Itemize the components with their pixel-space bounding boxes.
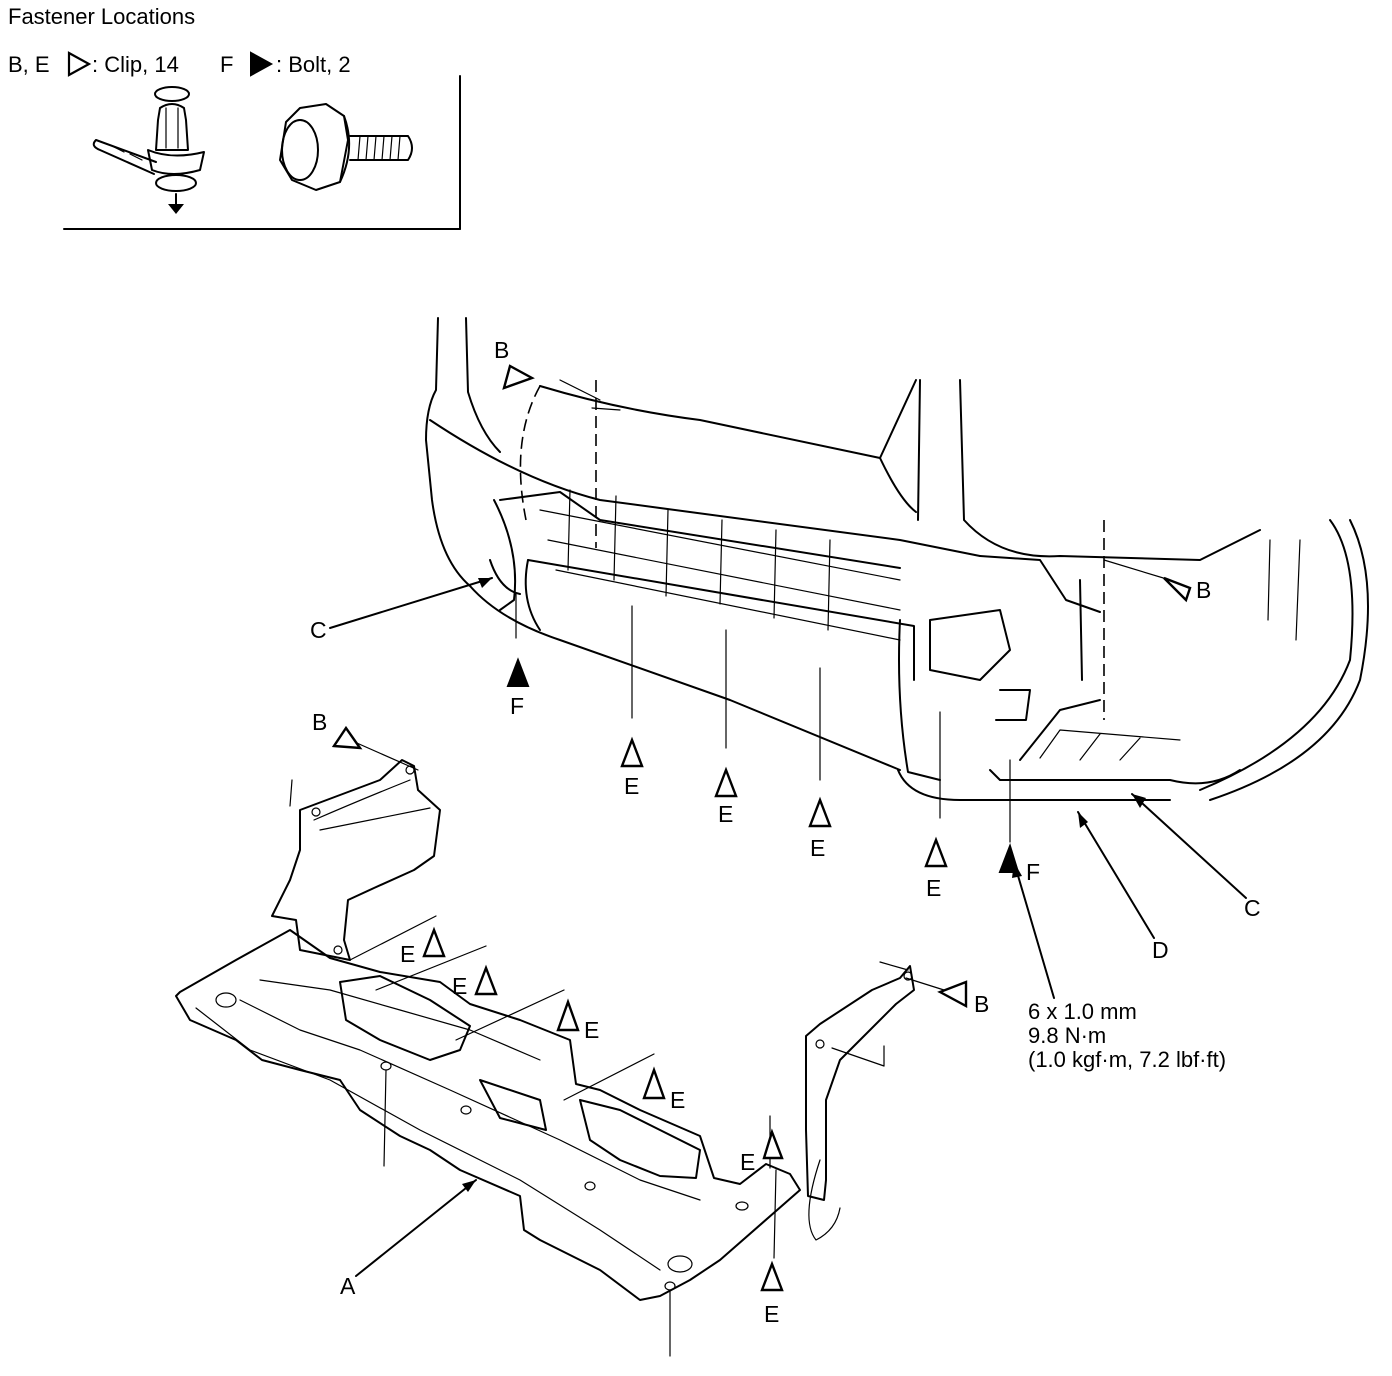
bolt-f-symbol <box>998 842 1020 873</box>
label-e: E <box>670 1087 685 1113</box>
callout-leaders <box>329 577 1247 1277</box>
label-e: E <box>740 1149 755 1175</box>
vehicle-front-body <box>425 317 1369 801</box>
page-title: Fastener Locations <box>8 4 196 29</box>
filled-triangle-icon <box>248 50 274 84</box>
torque-spec: 6 x 1.0 mm 9.8 N·m (1.0 kgf·m, 7.2 lbf·f… <box>1028 1000 1226 1072</box>
label-d: D <box>1152 937 1169 963</box>
legend-clip-letters: B, E <box>8 52 50 77</box>
callout-labels: B B C F E E E E F C D B E E E E E B E A <box>310 337 1261 1327</box>
legend-clip-text: : Clip, 14 <box>92 52 179 77</box>
clip-e-symbol <box>474 964 498 996</box>
clip-b-symbol <box>331 725 363 750</box>
clip-e-symbol <box>422 926 446 958</box>
clip-e-symbol <box>760 1260 784 1292</box>
label-e: E <box>764 1301 779 1327</box>
label-e: E <box>584 1017 599 1043</box>
label-c: C <box>310 617 327 643</box>
clip-e-symbol <box>808 796 832 828</box>
legend-box <box>63 75 461 230</box>
bolt-f-symbol <box>506 657 530 687</box>
label-b: B <box>312 709 327 735</box>
torque-nm: 9.8 N·m <box>1028 1023 1107 1048</box>
label-e: E <box>810 835 825 861</box>
label-e: E <box>452 973 467 999</box>
under-cover-a <box>175 929 801 1301</box>
legend-bolt-letter: F <box>220 52 234 77</box>
clip-e-symbol <box>620 736 644 768</box>
label-e: E <box>400 941 415 967</box>
label-b: B <box>1196 577 1211 603</box>
torque-size: 6 x 1.0 mm <box>1028 999 1137 1024</box>
label-e: E <box>718 801 733 827</box>
label-f: F <box>510 693 524 719</box>
splash-shield-b-left <box>271 759 441 961</box>
splash-shield-b-right <box>805 965 915 1201</box>
leader-lines-lower <box>289 739 945 1357</box>
clip-e-symbol <box>556 998 580 1032</box>
fastener-symbols <box>331 364 1192 1292</box>
leader-lines-upper <box>515 379 1171 843</box>
label-a: A <box>340 1273 356 1299</box>
clip-e-symbol <box>762 1128 784 1160</box>
bolt-illustration <box>279 103 413 191</box>
label-c: C <box>1244 895 1261 921</box>
clip-illustration <box>92 86 205 214</box>
clip-b-symbol <box>937 980 968 1009</box>
label-b: B <box>494 337 509 363</box>
open-triangle-icon <box>66 50 92 84</box>
legend-bolt-text: : Bolt, 2 <box>276 52 351 77</box>
clip-b-symbol <box>502 364 535 390</box>
clip-e-symbol <box>924 836 948 868</box>
label-e: E <box>926 875 941 901</box>
label-e: E <box>624 773 639 799</box>
clip-e-symbol <box>714 766 738 798</box>
torque-alt: (1.0 kgf·m, 7.2 lbf·ft) <box>1028 1047 1227 1072</box>
label-b: B <box>974 991 989 1017</box>
label-f: F <box>1026 859 1040 885</box>
clip-e-symbol <box>642 1066 666 1100</box>
clip-b-symbol <box>1163 576 1192 603</box>
